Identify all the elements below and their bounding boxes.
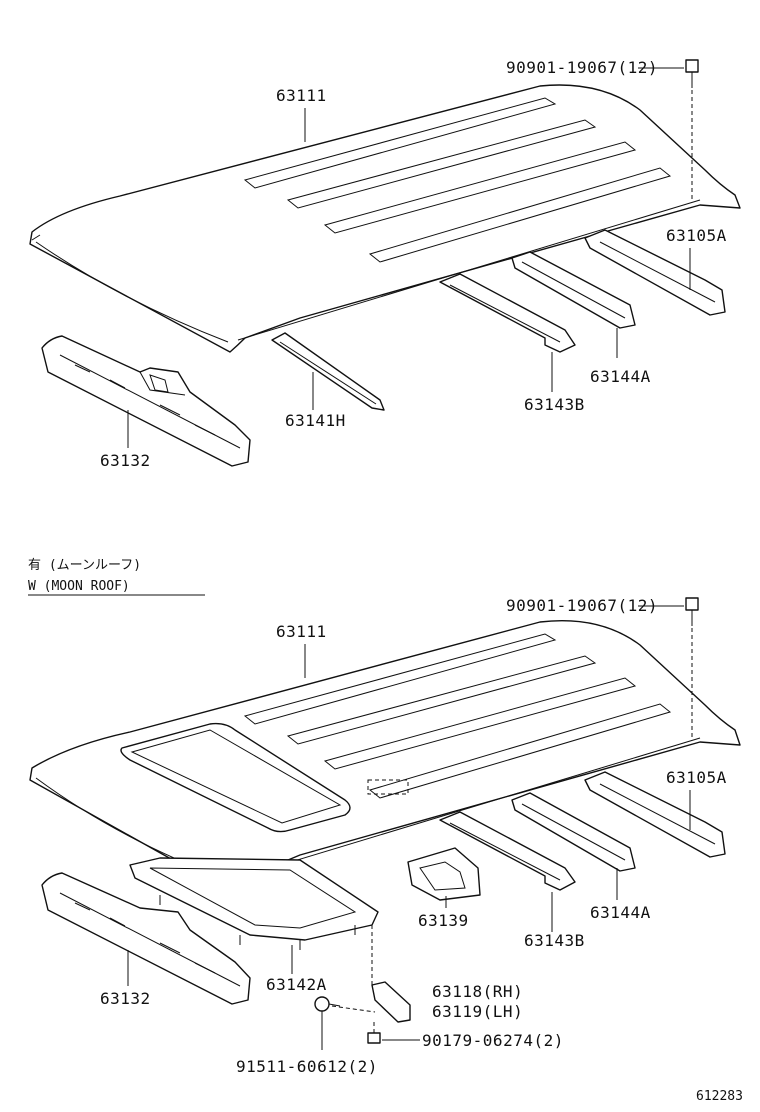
lower-label-screw: 91511-60612(2) (236, 1057, 378, 1076)
lower-front-header[interactable] (41, 872, 251, 1005)
lower-bolt-icon[interactable] (685, 597, 699, 626)
upper-label-bolt: 90901-19067(12) (506, 58, 658, 77)
upper-assembly (29, 59, 741, 467)
lower-label-bow-b: 63143B (524, 931, 585, 950)
lower-bracket[interactable] (371, 981, 411, 1023)
upper-front-header[interactable] (41, 335, 251, 467)
lower-label-bow-a: 63144A (590, 903, 651, 922)
lower-bow-a[interactable] (511, 792, 636, 872)
lower-bow-b[interactable] (439, 811, 576, 891)
upper-label-bow-h: 63141H (285, 411, 346, 430)
upper-label-bow-b: 63143B (524, 395, 585, 414)
lower-label-roof-panel: 63111 (276, 622, 327, 641)
lower-nut-icon[interactable] (367, 1032, 381, 1044)
upper-bow-a[interactable] (511, 251, 636, 329)
lower-label-bow-rear: 63105A (666, 768, 727, 787)
lower-label-bracket-lh: 63119(LH) (432, 1002, 523, 1021)
upper-label-bow-rear: 63105A (666, 226, 727, 245)
lower-assembly (29, 597, 741, 1050)
lower-label-nut: 90179-06274(2) (422, 1031, 564, 1050)
lower-roof-panel[interactable] (29, 619, 741, 893)
lower-reinforcement[interactable] (407, 847, 481, 901)
upper-label-bow-a: 63144A (590, 367, 651, 386)
diagram-code: 612283 (696, 1089, 743, 1104)
lower-label-front-header: 63132 (100, 989, 151, 1008)
upper-bow-h[interactable] (271, 332, 385, 411)
upper-label-front-header: 63132 (100, 451, 151, 470)
moonroof-note-en: W (MOON ROOF) (28, 579, 130, 594)
lower-bow-rear[interactable] (584, 771, 726, 858)
upper-label-roof-panel: 63111 (276, 86, 327, 105)
upper-roof-panel[interactable] (29, 84, 741, 353)
upper-bolt-icon[interactable] (685, 59, 699, 88)
lower-label-bracket-rh: 63118(RH) (432, 982, 523, 1001)
upper-bow-rear[interactable] (584, 229, 726, 316)
lower-label-sunroof-frame: 63142A (266, 975, 327, 994)
lower-screw-icon[interactable] (314, 996, 341, 1012)
upper-bow-b[interactable] (439, 273, 576, 353)
moonroof-note-jp: 有 (ムーンルーフ) (28, 558, 141, 573)
lower-label-reinforcement: 63139 (418, 911, 469, 930)
lower-label-bolt: 90901-19067(12) (506, 596, 658, 615)
